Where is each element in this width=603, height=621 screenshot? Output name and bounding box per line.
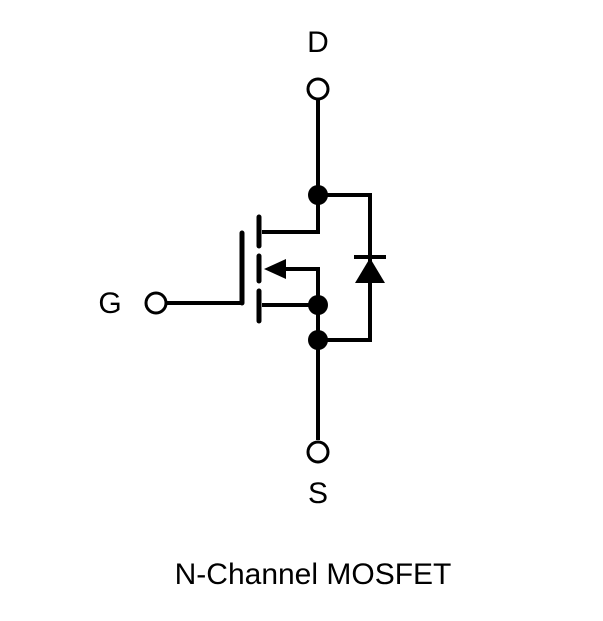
drain-label: D: [307, 26, 329, 59]
diagram-caption: N-Channel MOSFET: [175, 558, 452, 591]
drain-junction-node: [308, 185, 328, 205]
drain-terminal: [306, 77, 330, 101]
body-wire: [276, 267, 320, 305]
diode-triangle: [355, 258, 385, 283]
source-junction-node: [308, 295, 328, 315]
source-label: S: [308, 477, 328, 510]
drain-wire: [262, 100, 320, 234]
gate-terminal: [144, 291, 168, 315]
body-arrow: [264, 259, 286, 279]
diode-junction-node: [308, 330, 328, 350]
source-terminal: [306, 440, 330, 464]
gate-label: G: [98, 287, 121, 320]
source-wire: [262, 303, 320, 440]
diode-loop-wire: [318, 193, 372, 342]
